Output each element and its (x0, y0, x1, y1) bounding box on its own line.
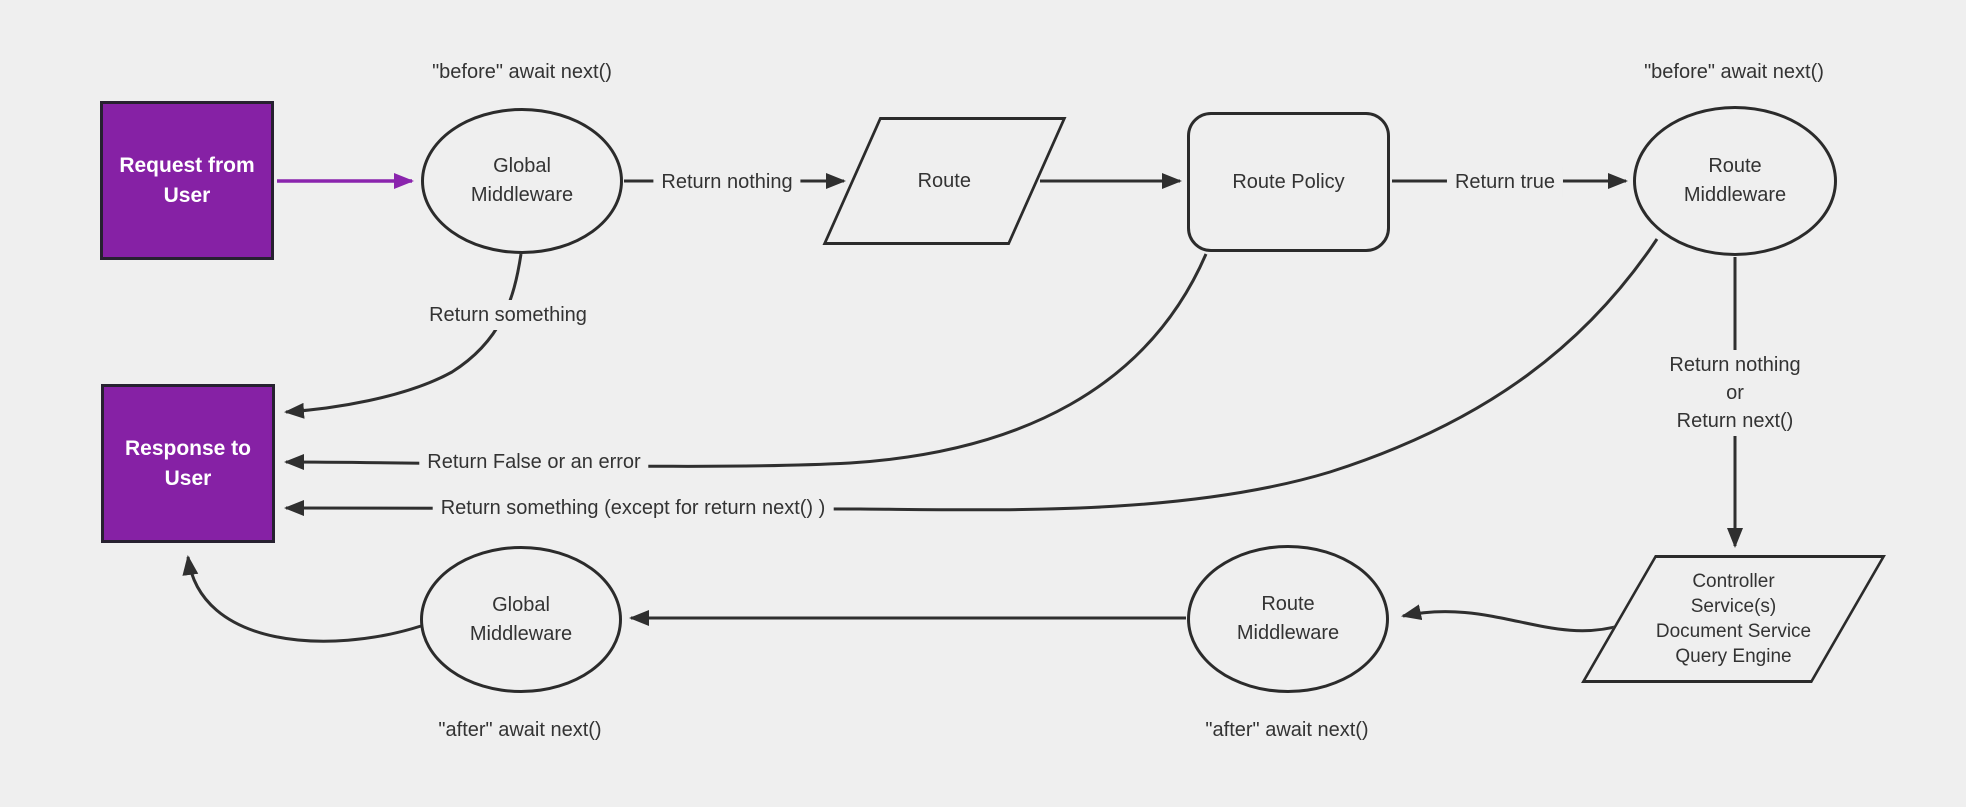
node-response-label-line2: User (164, 466, 212, 490)
node-global-middleware-top-line1: Global (493, 155, 551, 177)
edge-label-return-true: Return true (1446, 167, 1564, 197)
node-global-middleware-top: Global Middleware (421, 108, 623, 254)
node-request-from-user: Request from User (100, 101, 274, 260)
node-controller-line2: Service(s) (1690, 596, 1777, 617)
edge-global-middleware-return-something (284, 253, 523, 419)
edge-label-after-await-next-right: "after" await next() (1205, 719, 1369, 741)
edge-route-middleware-return-something-except (284, 238, 1659, 517)
node-controller-services: Controller Service(s) Document Service Q… (1581, 555, 1886, 683)
node-route-policy: Route Policy (1187, 112, 1390, 252)
edge-route-policy-return-false (284, 253, 1208, 471)
edge-label-before-await-next-left: "before" await next() (432, 61, 612, 83)
node-route-middleware-top: Route Middleware (1633, 106, 1837, 256)
edge-global-middleware-bottom-to-response (182, 555, 422, 643)
edge-label-return-false-or-error: Return False or an error (419, 447, 649, 477)
edge-label-return-nothing-or-next-line1: Return nothing (1669, 354, 1801, 376)
node-controller-line4: Query Engine (1675, 646, 1792, 667)
edge-label-return-nothing-or-next-line2: or (1726, 382, 1744, 404)
edge-label-before-await-next-right: "before" await next() (1644, 61, 1824, 83)
node-route-middleware-bottom-line1: Route (1261, 593, 1315, 615)
node-route-middleware-bottom: Route Middleware (1187, 545, 1389, 693)
edge-label-return-nothing-or-next: Return nothing or Return next() (1661, 350, 1809, 436)
node-route-middleware-bottom-line2: Middleware (1236, 622, 1340, 644)
node-route-label: Route (917, 169, 972, 192)
edge-label-return-something: Return something (421, 300, 595, 330)
node-controller-line1: Controller (1692, 571, 1775, 592)
node-global-middleware-bottom-line2: Middleware (469, 622, 573, 645)
node-route-policy-label: Route Policy (1232, 170, 1345, 193)
node-response-to-user: Response to User (101, 384, 275, 543)
edge-controller-to-route-middleware-bottom (1401, 604, 1623, 633)
node-controller-line3: Document Service (1655, 621, 1812, 642)
edge-label-after-await-next-left: "after" await next() (438, 719, 602, 741)
edge-label-return-nothing-or-next-line3: Return next() (1676, 410, 1794, 432)
edge-label-return-nothing: Return nothing (653, 167, 801, 197)
node-global-middleware-bottom-line1: Global (492, 593, 550, 616)
node-route-middleware-top-line1: Route (1708, 155, 1762, 177)
node-route-middleware-top-line2: Middleware (1683, 184, 1787, 206)
node-request-label-line2: User (163, 183, 211, 207)
edge-label-return-something-except: Return something (except for return next… (432, 493, 834, 523)
node-response-label-line1: Response to (124, 436, 252, 460)
node-global-middleware-top-line2: Middleware (470, 184, 574, 206)
node-request-label-line1: Request from (119, 153, 255, 177)
node-global-middleware-bottom: Global Middleware (420, 546, 622, 693)
